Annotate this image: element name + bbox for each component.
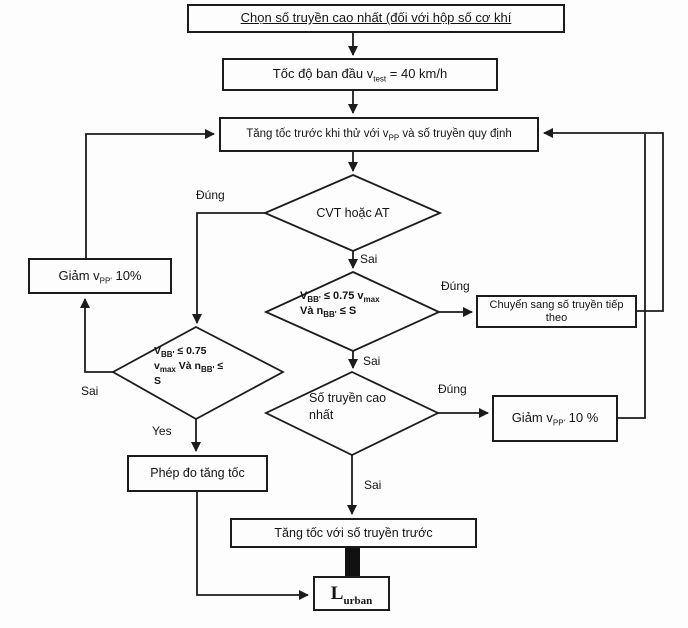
node-pre-accel: Tăng tốc trước khi thử với vPP và số tru… xyxy=(219,117,539,152)
edge-reduceright-feedback xyxy=(618,134,646,419)
diamond-cvt-label: CVT hoặc AT xyxy=(316,206,390,220)
edge-label-bb-center-false: Sai xyxy=(363,354,381,368)
edge-reduceleft-to-preaccel xyxy=(85,129,215,258)
edge-label-highest-true: Đúng xyxy=(438,382,467,396)
diamond-cvt xyxy=(262,174,443,252)
node-choose-gear: Chọn số truyền cao nhất (đối với hộp số … xyxy=(187,4,565,33)
line-2: Và nBB' ≤ S xyxy=(300,305,357,320)
edge-label-bb-center-true: Đúng xyxy=(441,279,470,293)
line-2: vmax Và nBB' ≤ xyxy=(154,360,224,375)
node-label: Tăng tốc với số truyền trước xyxy=(274,525,433,540)
node-label: Giảm vPP' 10% xyxy=(58,267,142,286)
edge-label-cvt-false: Sai xyxy=(360,252,378,266)
node-label: Tăng tốc trước khi thử với vPP và số tru… xyxy=(246,127,512,143)
edge-measure-to-lurban xyxy=(196,492,309,600)
node-label: Chọn số truyền cao nhất (đối với hộp số … xyxy=(240,10,512,26)
line-1: VBB' ≤ 0.75 vmax xyxy=(300,290,380,305)
diamond-highest-gear xyxy=(263,371,441,457)
node-accel-prev-gear: Tăng tốc với số truyền trước xyxy=(230,518,477,548)
node-label: Chuyển sang số truyền tiếp theo xyxy=(489,298,624,324)
diamond-bb-left xyxy=(111,325,285,421)
node-next-gear: Chuyển sang số truyền tiếp theo xyxy=(476,295,637,328)
line-3: S xyxy=(154,375,162,387)
edge-label-highest-false: Sai xyxy=(364,478,382,492)
line-1: Số truyền cao xyxy=(309,391,387,405)
node-label: Giảm vPP' 10 % xyxy=(511,410,599,428)
node-initial-speed: Tốc độ ban đầu vtest = 40 km/h xyxy=(222,58,498,91)
line-1: VBB' ≤ 0.75 xyxy=(154,345,207,360)
node-accel-measurement: Phép đo tăng tốc xyxy=(127,455,268,492)
diamond-bb-center xyxy=(263,271,442,352)
edge-nextgear-feedback xyxy=(543,128,664,312)
node-reduce-vpp-right: Giảm vPP' 10 % xyxy=(492,395,618,442)
edge-cvt-dung-left xyxy=(192,212,265,324)
diamond-highest-gear-label: Số truyền cao nhất xyxy=(309,390,411,424)
diamond-bb-left-label: VBB' ≤ 0.75 vmax Và nBB' ≤ S xyxy=(154,344,246,389)
node-reduce-vpp-left: Giảm vPP' 10% xyxy=(28,258,172,294)
thick-bar-to-lurban xyxy=(345,547,360,578)
edge-label-cvt-true: Đúng xyxy=(196,188,225,202)
line-2: nhất xyxy=(309,408,334,422)
diamond-bb-center-label: VBB' ≤ 0.75 vmax Và nBB' ≤ S xyxy=(300,289,412,319)
edge-label-bb-left-true: Yes xyxy=(152,424,172,438)
edge-label-bb-left-false: Sai xyxy=(81,384,99,398)
node-label: Tốc độ ban đầu vtest = 40 km/h xyxy=(272,66,448,84)
node-label: Phép đo tăng tốc xyxy=(150,466,245,481)
node-l-urban: Lurban xyxy=(313,576,390,611)
edge-bbleft-sai-up xyxy=(80,298,113,373)
node-label: Lurban xyxy=(330,582,373,607)
